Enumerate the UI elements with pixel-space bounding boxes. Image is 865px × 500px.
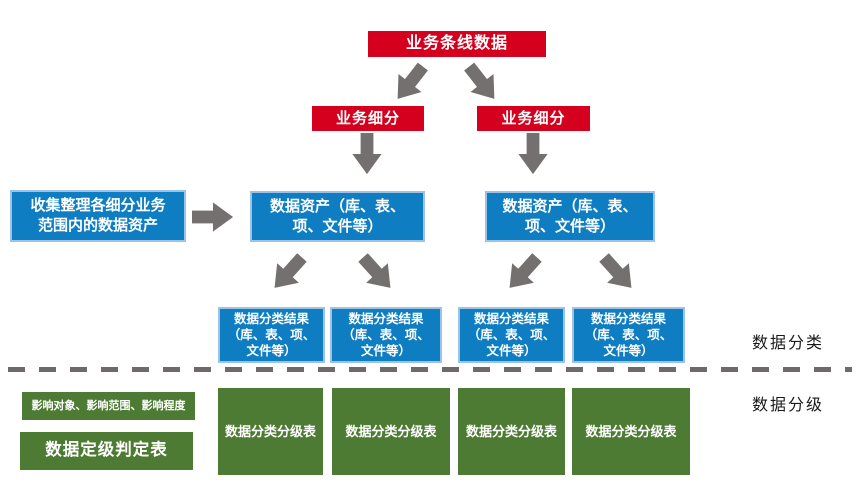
classification-result-box: 数据分类结果 （库、表、项、 文件等） [330,307,442,363]
business-line-data-box: 业务条线数据 [368,31,546,57]
block-arrow-down-left-icon [261,246,314,300]
block-arrow-down-left-icon [384,57,435,110]
block-arrow-right-icon [192,200,234,234]
block-arrow-down-right-icon [350,246,403,300]
block-arrow-down-icon [350,133,384,175]
impact-factors-box: 影响对象、影响范围、影响程度 [22,392,195,420]
classification-result-box: 数据分类结果 （库、表、项、 文件等） [458,307,565,363]
phase-divider-dashed-line [8,367,852,372]
grading-phase-label: 数据分级 [752,397,825,414]
business-segment-left-box: 业务细分 [312,106,424,131]
classification-result-box: 数据分类结果 （库、表、项、 文件等） [218,307,325,363]
data-asset-left-box: 数据资产（库、表、 项、文件等） [250,191,425,242]
block-arrow-down-left-icon [496,246,549,300]
classification-grading-table-box: 数据分类分级表 [458,388,565,475]
data-asset-right-box: 数据资产（库、表、 项、文件等） [485,191,655,242]
business-segment-right-box: 业务细分 [477,106,590,131]
classification-grading-table-box: 数据分类分级表 [572,388,690,475]
classification-grading-table-box: 数据分类分级表 [218,388,323,475]
block-arrow-down-icon [516,133,550,175]
grading-judgment-table-box: 数据定级判定表 [20,432,193,470]
classification-grading-table-box: 数据分类分级表 [332,388,450,475]
collect-data-assets-box: 收集整理各细分业务 范围内的数据资产 [10,190,186,242]
block-arrow-down-right-icon [456,57,507,110]
classification-result-box: 数据分类结果 （库、表、项、 文件等） [572,307,685,363]
classification-phase-label: 数据分类 [752,335,825,352]
block-arrow-down-right-icon [591,246,644,300]
